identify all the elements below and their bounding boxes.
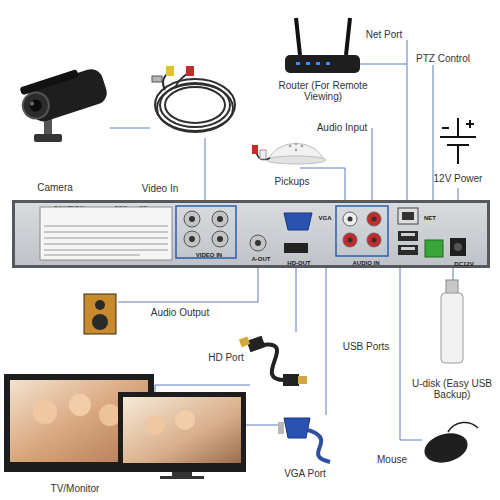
rca-plug	[186, 66, 194, 76]
dc-jack-hole	[454, 243, 462, 251]
panel-text: VGA	[315, 215, 335, 222]
part-label: U-disk (Easy USB Backup)	[406, 378, 498, 400]
part-label: Router (For Remote Viewing)	[273, 80, 373, 102]
sticker-lines	[44, 226, 168, 255]
caution-sticker	[40, 207, 172, 260]
net-socket-inner	[402, 212, 414, 220]
part-label: HD Port	[196, 352, 256, 363]
power-symbol	[440, 118, 476, 164]
part-label: VGA Port	[275, 468, 335, 479]
part-label: Audio Input	[312, 122, 372, 133]
part-label: Camera	[25, 182, 85, 193]
dc-jack	[450, 238, 466, 256]
vga-cable	[278, 418, 330, 462]
pickup-microphone	[252, 143, 326, 164]
part-label: USB Ports	[336, 341, 396, 352]
net-socket	[398, 208, 418, 224]
hdmi-socket	[284, 243, 308, 253]
ptz-terminal	[425, 240, 443, 257]
panel-text: DC12V	[447, 261, 481, 268]
part-label: Video In	[130, 183, 190, 194]
speaker-illustration	[84, 294, 116, 334]
vga-socket	[284, 213, 312, 230]
monitor-illustration	[4, 374, 246, 479]
hd-cable	[239, 336, 307, 386]
camera-illustration	[17, 62, 110, 142]
usb-socket-inner	[401, 247, 415, 250]
part-label: Pickups	[262, 176, 322, 187]
panel-text: NET	[420, 215, 440, 222]
part-label: TV/Monitor	[35, 483, 115, 494]
part-label: PTZ Control	[408, 53, 478, 64]
usb-socket	[398, 231, 418, 241]
part-label: Mouse	[367, 454, 417, 465]
usb-socket-inner	[401, 233, 415, 236]
router-illustration	[285, 18, 360, 73]
usb-stick	[441, 280, 463, 363]
panel-text: HD-OUT	[285, 260, 313, 267]
part-label: Audio Output	[140, 307, 220, 318]
part-label: 12V Power	[428, 173, 488, 184]
bnc-plug	[152, 76, 162, 82]
panel-text: AUDIO IN	[341, 260, 391, 267]
panel-text: A-OUT	[248, 256, 274, 263]
part-label: Net Port	[349, 29, 419, 40]
video-cable-coil	[155, 72, 235, 132]
mouse-illustration	[421, 422, 478, 467]
usb-socket	[398, 245, 418, 255]
rca-plug	[166, 66, 174, 76]
